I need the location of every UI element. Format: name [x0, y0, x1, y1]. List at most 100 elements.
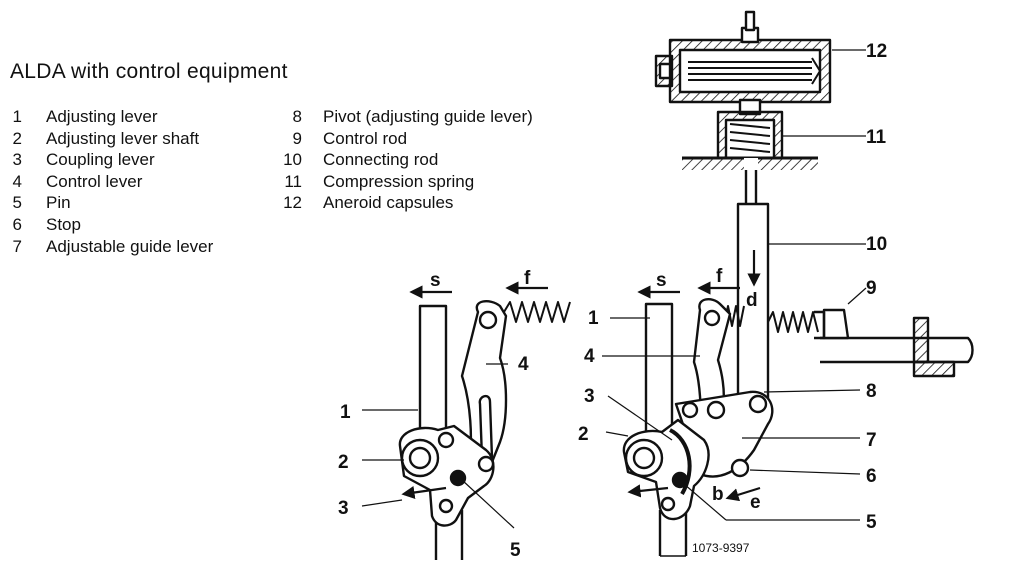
connecting-rod [736, 202, 770, 410]
legend-item: 7 Adjustable guide lever [12, 236, 214, 258]
control-lever-part [460, 300, 508, 474]
callout-12: 12 [866, 41, 887, 62]
compression-spring [729, 123, 771, 153]
adjusting-lever-part [644, 302, 674, 442]
callout-3: 3 [338, 498, 349, 519]
arrow-d-label: d [746, 290, 758, 311]
figure-code: 1073-9397 [692, 541, 750, 555]
legend-number: 10 [283, 150, 302, 170]
bolt-hole [748, 394, 768, 414]
callout-5: 5 [510, 540, 521, 561]
bolt-hole [437, 431, 455, 449]
legend-number: 12 [283, 193, 302, 213]
adjusting-lever-part [418, 304, 448, 442]
legend-item: 4 Control lever [12, 171, 213, 193]
legend-label: Adjusting lever [46, 107, 158, 126]
legend-item: 5 Pin [12, 192, 213, 214]
legend-label: Control rod [323, 128, 408, 148]
callout-5: 5 [866, 512, 877, 533]
legend-label: Aneroid capsules [323, 193, 454, 213]
arrow-f-label: f [524, 268, 531, 289]
shaft-hole [408, 446, 432, 470]
legend-label: Adjustable guide lever [46, 236, 214, 256]
callout-1: 1 [340, 402, 351, 423]
legend-number: 4 [12, 171, 22, 191]
arrow-e-line [725, 486, 761, 502]
legend-label: Pin [46, 193, 71, 213]
control-rod [820, 336, 974, 364]
legend-number: 3 [12, 150, 22, 170]
legend-item: 9 Control rod [278, 128, 533, 150]
pivot-eye [478, 310, 498, 330]
legend-item: 10 Connecting rod [278, 149, 533, 171]
arrow-s-label: s [656, 270, 667, 291]
legend-number: 1 [12, 107, 22, 126]
rod-guide [912, 316, 930, 364]
left-leaders [361, 363, 515, 529]
legend-number: 9 [292, 128, 302, 148]
shaft-hole [632, 446, 656, 470]
legend-number: 2 [12, 128, 22, 148]
callout-7: 7 [866, 430, 877, 451]
stop-pin [730, 458, 750, 478]
callout-9: 9 [866, 278, 877, 299]
legend-label: Adjusting lever shaft [46, 128, 200, 148]
callout-2: 2 [578, 424, 589, 445]
arrow-f-label: f [716, 266, 723, 287]
legend-label: Pivot (adjusting guide lever) [323, 107, 533, 126]
pin-dot [671, 471, 689, 489]
upper-rod [744, 170, 758, 204]
curved-slot [668, 428, 692, 496]
callout-6: 6 [866, 466, 877, 487]
callout-8: 8 [866, 381, 877, 402]
legend-item: 2 Adjusting lever shaft [12, 128, 213, 150]
spring-part [503, 301, 571, 323]
bolt-hole [438, 498, 454, 514]
legend-number: 6 [12, 214, 22, 234]
arrow-s-label: s [430, 270, 441, 291]
pin-motion-arrow [627, 484, 669, 498]
legend-number: 7 [12, 236, 22, 256]
legend-label: Stop [46, 214, 81, 234]
rod-end-nut [814, 310, 826, 340]
pin-motion-arrow [401, 485, 447, 500]
legend-item: 12 Aneroid capsules [278, 192, 533, 214]
callout-3: 3 [584, 386, 595, 407]
legend-item: 6 Stop [12, 214, 213, 236]
pivot-eye [703, 309, 721, 327]
rod-guide-lower [912, 360, 956, 378]
legend-right: 8 Pivot (adjusting guide lever) 9 Control … [278, 106, 533, 214]
legend-item: 1 Adjusting lever [12, 106, 213, 128]
legend-label: Control lever [46, 171, 143, 191]
mark-b: b [712, 484, 724, 505]
bolt-hole [681, 401, 699, 419]
right-view [602, 10, 974, 556]
right-spring [767, 311, 819, 333]
diagram-title: ALDA with control equipment [10, 60, 288, 83]
callout-1: 1 [588, 308, 599, 329]
callout-10: 10 [866, 234, 887, 255]
legend-number: 5 [12, 193, 22, 213]
rod-end [822, 308, 850, 340]
legend-label: Compression spring [323, 171, 475, 191]
left-view [361, 281, 571, 560]
arrow-e-label: e [750, 492, 761, 513]
lever-shaft-lower [658, 510, 688, 556]
legend-number: 8 [292, 107, 302, 126]
callout-4: 4 [584, 346, 595, 367]
pivot-hole [706, 400, 726, 420]
pin-dot [449, 469, 467, 487]
legend-label: Connecting rod [323, 150, 439, 170]
callout-4: 4 [518, 354, 529, 375]
aneroid-capsules [688, 57, 821, 85]
callout-11: 11 [866, 127, 887, 148]
legend-item: 11 Compression spring [278, 171, 533, 193]
bolt-hole [660, 496, 676, 512]
legend-item: 8 Pivot (adjusting guide lever) [278, 106, 533, 128]
legend-number: 11 [284, 171, 302, 191]
right-leaders [602, 49, 867, 521]
callout-2: 2 [338, 452, 349, 473]
